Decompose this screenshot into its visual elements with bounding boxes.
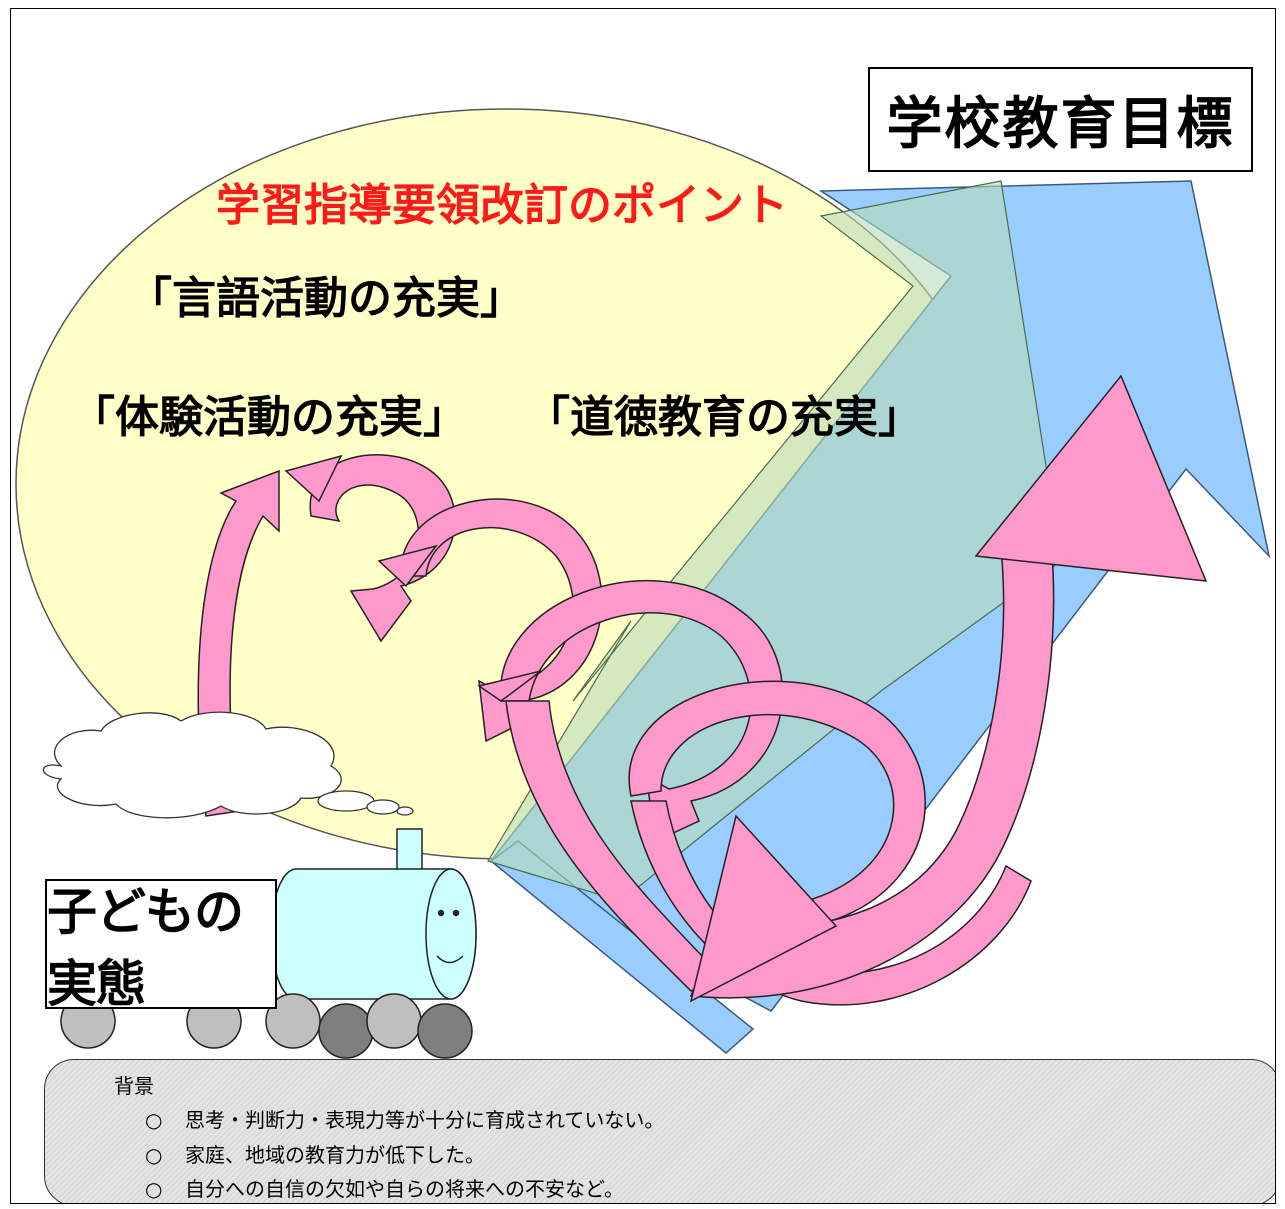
- background-item: ○ 自分への自信の欠如や自らの将来への不安など。: [145, 1173, 624, 1202]
- spiral-arrows: [197, 374, 1208, 1006]
- school-goal-box: 学校教育目標: [868, 67, 1253, 172]
- green-band: [487, 180, 1062, 902]
- school-goal-label: 学校教育目標: [886, 92, 1235, 157]
- bullet-circle: ○: [145, 1108, 163, 1132]
- children-state-label: 子どもの実態: [47, 883, 244, 1013]
- background-item: ○ 思考・判断力・表現力等が十分に育成されていない。: [145, 1104, 664, 1133]
- background-panel: [44, 1059, 1275, 1203]
- background-item-text: 自分への自信の欠如や自らの将来への不安など。: [185, 1177, 624, 1201]
- background-title: 背景: [114, 1074, 154, 1098]
- background-item: ○ 家庭、地域の教育力が低下した。: [145, 1139, 485, 1168]
- smoke-cloud: [42, 711, 414, 819]
- children-state-box: 子どもの実態: [45, 879, 277, 1013]
- bullet-circle: ○: [145, 1143, 163, 1167]
- point-experience: 「体験活動の充実」: [71, 392, 467, 443]
- diagram-art: [15, 108, 1271, 1059]
- diagram-frame: 学校教育目標 学習指導要領改訂のポイント 「言語活動の充実」 「体験活動の充実」…: [10, 8, 1276, 1204]
- point-moral: 「道徳教育の充実」: [526, 392, 922, 443]
- train-engine: [270, 828, 477, 1000]
- revision-points-heading: 学習指導要領改訂のポイント: [216, 180, 788, 231]
- bullet-circle: ○: [145, 1177, 163, 1201]
- point-language: 「言語活動の充実」: [128, 273, 524, 324]
- background-item-text: 家庭、地域の教育力が低下した。: [185, 1143, 485, 1167]
- background-item-text: 思考・判断力・表現力等が十分に育成されていない。: [185, 1108, 665, 1132]
